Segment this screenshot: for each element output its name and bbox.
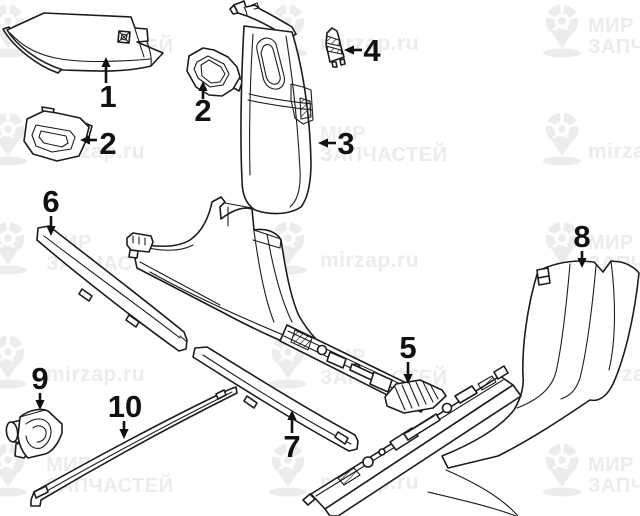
map-pin-gear-icon bbox=[543, 4, 581, 58]
callout-arrowhead-icon bbox=[287, 410, 297, 420]
map-pin-gear-icon bbox=[543, 443, 581, 497]
callout-9[interactable]: 9 bbox=[31, 361, 49, 410]
watermark-text-cyrillic: МИР bbox=[588, 15, 634, 37]
callout-7[interactable]: 7 bbox=[283, 410, 301, 464]
map-pin-gear-icon bbox=[0, 221, 27, 275]
watermark-text-cyrillic: МИР bbox=[320, 123, 366, 145]
watermark-text-cyrillic: ЗАПЧАСТЕЙ bbox=[588, 34, 640, 58]
watermark-tile: mirzap.ru bbox=[543, 112, 640, 166]
callout-arrowhead-icon bbox=[119, 429, 129, 439]
part-9-clip-bracket bbox=[5, 408, 63, 459]
watermark-text-latin: mirzap.ru bbox=[46, 363, 145, 386]
callout-arrowhead-icon bbox=[35, 400, 45, 410]
part-6-sill-strip bbox=[36, 225, 188, 352]
watermark-text-cyrillic: ЗАПЧАСТЕЙ bbox=[320, 142, 447, 166]
part-4-clip bbox=[325, 27, 346, 68]
callout-6[interactable]: 6 bbox=[42, 184, 60, 236]
map-pin-gear-icon bbox=[543, 112, 581, 166]
callout-10[interactable]: 10 bbox=[108, 389, 142, 439]
sill-rail-rear bbox=[302, 365, 522, 516]
callout-number: 3 bbox=[337, 126, 354, 161]
callout-number: 9 bbox=[31, 361, 48, 396]
callout-number: 8 bbox=[573, 219, 590, 254]
callout-arrowhead-icon bbox=[80, 135, 90, 145]
part-10-sill-strip bbox=[30, 386, 238, 507]
callout-arrowhead-icon bbox=[46, 226, 56, 236]
map-pin-gear-icon bbox=[0, 335, 27, 389]
callout-number: 6 bbox=[42, 184, 59, 219]
callout-5[interactable]: 5 bbox=[399, 330, 417, 384]
callout-number: 4 bbox=[363, 33, 381, 68]
map-pin-gear-icon bbox=[0, 112, 27, 166]
callout-arrowhead-icon bbox=[577, 258, 587, 268]
watermark-tile: mirzap.ru bbox=[0, 335, 145, 389]
part-8-quarter-trim bbox=[427, 260, 640, 516]
watermark-text-latin: mirzap.ru bbox=[588, 140, 640, 163]
callout-arrowhead-icon bbox=[344, 45, 354, 55]
watermark-text-cyrillic: МИР bbox=[588, 454, 634, 476]
callout-4[interactable]: 4 bbox=[344, 33, 381, 68]
part-7-sill-strip bbox=[192, 346, 359, 452]
watermark-text-latin: mirzap.ru bbox=[320, 32, 419, 55]
callout-number: 2 bbox=[194, 93, 211, 128]
callout-number: 2 bbox=[99, 126, 116, 161]
watermark-tile: mirzap.ru bbox=[269, 221, 419, 275]
part-3-b-pillar-trim bbox=[126, 0, 339, 361]
callout-arrowhead-icon bbox=[318, 138, 328, 148]
callout-2[interactable]: 2 bbox=[194, 81, 212, 128]
callout-arrowhead-icon bbox=[101, 57, 111, 67]
callout-1[interactable]: 1 bbox=[99, 57, 117, 114]
callout-3[interactable]: 3 bbox=[318, 126, 355, 161]
callout-number: 1 bbox=[99, 79, 116, 114]
part-2-trim-plate-upper bbox=[186, 47, 244, 97]
map-pin-gear-icon bbox=[269, 443, 307, 497]
callout-arrowhead-icon bbox=[403, 374, 413, 384]
callout-arrowhead-icon bbox=[198, 81, 208, 91]
part-1-a-pillar-trim bbox=[2, 12, 164, 74]
callout-layer: 1 2 2 3 4 5 6 7 8 9 10 bbox=[31, 33, 590, 464]
part-5-sill-rail-front bbox=[279, 324, 447, 414]
part-2-trim-plate-left bbox=[23, 106, 93, 162]
watermark-text-cyrillic: ЗАПЧАСТЕЙ bbox=[588, 473, 640, 497]
watermark-text-latin: mirzap.ru bbox=[320, 249, 419, 272]
callout-number: 5 bbox=[399, 330, 416, 365]
watermark-text-cyrillic: МИР bbox=[588, 232, 634, 254]
callout-number: 10 bbox=[108, 389, 142, 424]
map-pin-gear-icon bbox=[269, 335, 307, 389]
callout-8[interactable]: 8 bbox=[573, 219, 591, 268]
callout-number: 7 bbox=[283, 429, 300, 464]
map-pin-gear-icon bbox=[0, 443, 27, 497]
callout-2[interactable]: 2 bbox=[80, 126, 117, 161]
